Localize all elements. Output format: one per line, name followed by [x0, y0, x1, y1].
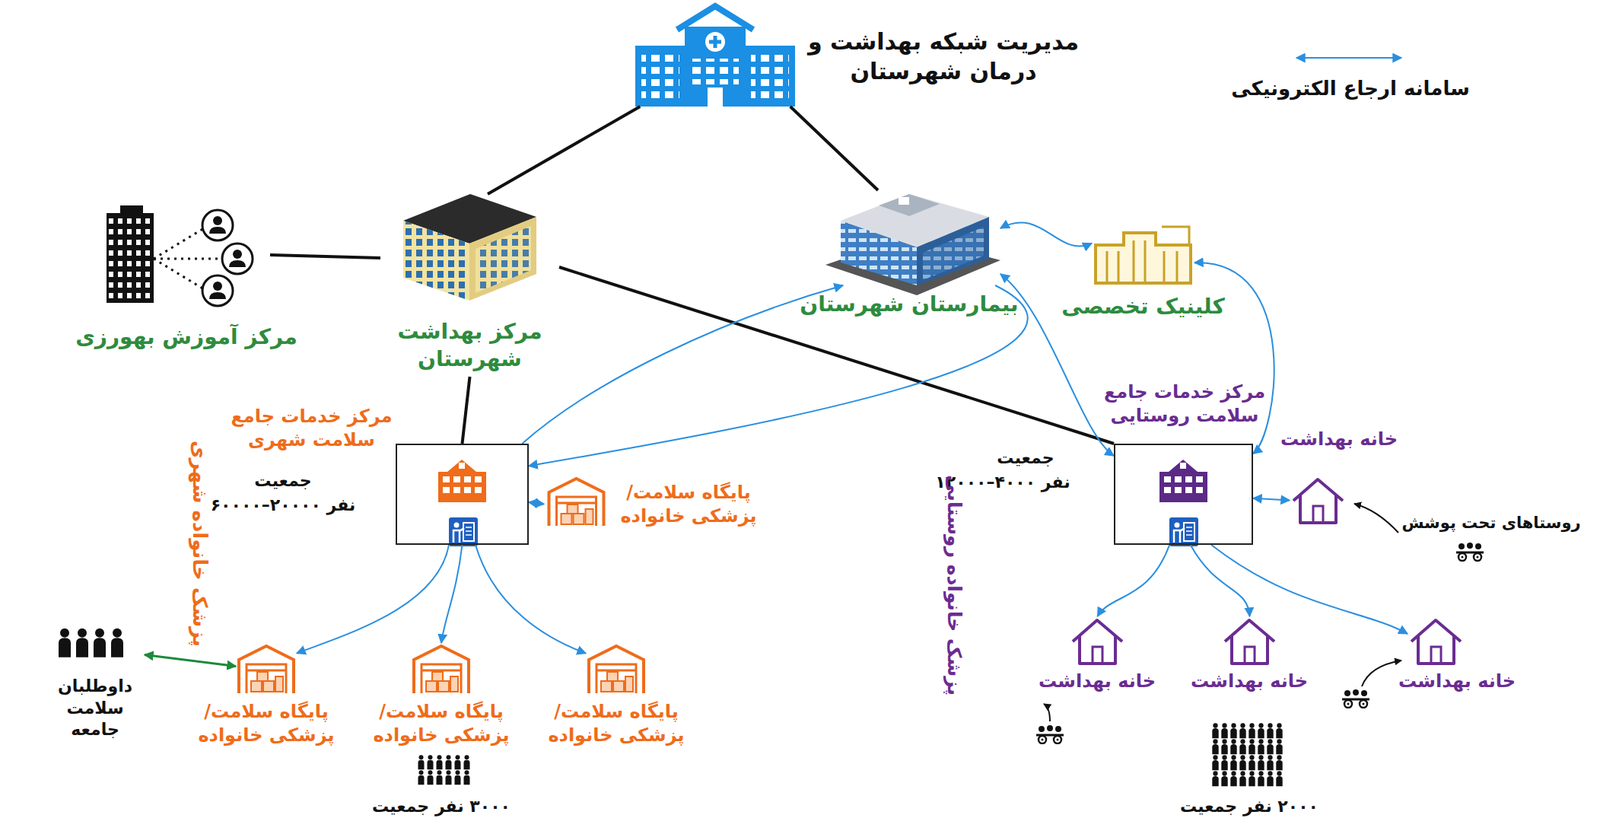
legend-text: سامانه ارجاع الکترونیکی [1221, 76, 1480, 102]
hospital-node: بیمارستان شهرستان [825, 190, 1001, 286]
urban-center-box: مرکز خدمات جامع سلامت شهری [395, 443, 529, 545]
population-icon [418, 754, 471, 785]
health-house-node: خانه بهداشت [1407, 616, 1465, 666]
health-post-node: پایگاه سلامت/ پزشکی خانواده [585, 642, 647, 695]
node-label: پایگاه سلامت/ پزشکی خانواده [365, 699, 518, 748]
node-label: خانه بهداشت [1036, 669, 1158, 694]
network-line [270, 254, 381, 258]
node-label: پایگاه سلامت/ پزشکی خانواده [540, 699, 693, 748]
health-house-node: خانه بهداشت [1221, 616, 1279, 666]
legend-swatch [1291, 48, 1406, 67]
referral-arrow [1097, 544, 1171, 617]
district-building [403, 194, 537, 301]
node-label: پایگاه سلامت/ پزشکی خانواده [612, 480, 765, 529]
referral-arrow [1253, 498, 1290, 501]
population-label: ۶۰۰۰۰–۲۰۰۰۰ نفر [203, 494, 363, 517]
node-label: کلینیک تخصصی [1061, 292, 1225, 321]
training-icon [106, 205, 253, 306]
population-label: جمعیت [237, 470, 329, 493]
referral-arrow [1211, 544, 1408, 634]
vertical-label: پزشک خانواده روستایی [941, 470, 967, 700]
rural-center-box: مرکز خدمات جامع سلامت روستایی [1113, 443, 1254, 545]
volunteers-icon [58, 628, 124, 658]
node-label: بیمارستان شهرستان [783, 290, 1035, 319]
node-label: داوطلبان سلامت جامعه [41, 675, 149, 742]
leader-arrow [1043, 703, 1050, 722]
population-label: جمعیت [979, 447, 1072, 470]
network-line [790, 106, 878, 191]
referral-arrow [521, 285, 843, 444]
leader-arrow [1354, 503, 1399, 533]
referral-arrow [441, 544, 463, 643]
health-post-node: پایگاه سلامت/ پزشکی خانواده [410, 642, 472, 695]
hospital-icon [825, 194, 1001, 296]
district-center-node: مرکز بهداشت شهرستان [380, 194, 560, 377]
node-label: پایگاه سلامت/ پزشکی خانواده [190, 699, 343, 748]
node-label: خانه بهداشت [1392, 669, 1522, 694]
vertical-label: پزشک خانواده شهری [186, 441, 213, 647]
population-label: ۲۰۰۰ نفر جمعیت [1165, 795, 1333, 818]
node-label: مرکز بهداشت شهرستان [380, 318, 560, 374]
hq-node: مدیریت شبکه بهداشت و درمان شهرستان [635, 3, 796, 107]
training-center-node: مرکز آموزش بهورزی [106, 205, 271, 305]
node-label: مرکز خدمات جامع سلامت روستایی [1097, 380, 1273, 428]
referral-arrow [528, 502, 544, 504]
node-label: مدیریت شبکه بهداشت و درمان شهرستان [798, 26, 1088, 86]
referral-arrow [296, 544, 449, 654]
clinic-icon [1095, 226, 1191, 284]
health-post-node: پایگاه سلامت/ پزشکی خانواده [235, 642, 297, 695]
network-line [559, 267, 1114, 444]
network-line [462, 376, 471, 444]
health-post-node: پایگاه سلامت/ پزشکی خانواده [543, 475, 609, 528]
network-line [487, 106, 640, 195]
clinic-node: کلینیک تخصصی [1091, 220, 1195, 286]
leader-arrow [1361, 660, 1402, 687]
referral-arrow [144, 654, 236, 666]
legend-line [1296, 57, 1402, 59]
referral-arrow [475, 544, 586, 654]
population-icon [1211, 722, 1282, 786]
population-label: ۳۰۰۰ نفر جمعیت [357, 795, 525, 818]
health-house-node: خانه بهداشت [1068, 616, 1127, 666]
referral-arrow [1000, 222, 1092, 246]
health-house-node: خانه بهداشت [1289, 475, 1347, 525]
note-label: روستاهای تحت پوشش [1399, 512, 1583, 534]
hq-icon [635, 6, 796, 107]
volunteers-node: داوطلبان سلامت جامعه [45, 625, 145, 723]
node-label: مرکز خدمات جامع سلامت شهری [229, 404, 394, 452]
node-label: مرکز آموزش بهورزی [72, 323, 301, 351]
referral-arrow [1190, 544, 1251, 617]
node-label: خانه بهداشت [1278, 427, 1400, 452]
node-label: خانه بهداشت [1188, 669, 1311, 694]
